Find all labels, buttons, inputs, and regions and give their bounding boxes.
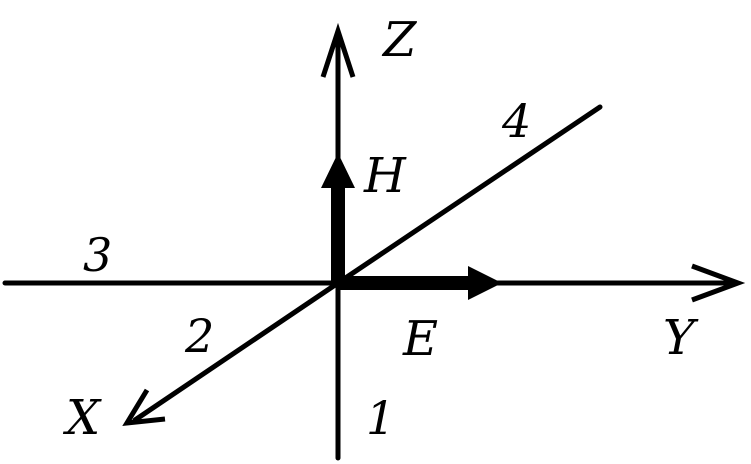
h-vector-arrowhead (321, 153, 355, 188)
y-axis-label: Y (663, 310, 699, 366)
h-vector-label: H (363, 148, 407, 204)
e-vector-arrowhead (468, 266, 502, 300)
z-axis-arrowhead (320, 22, 356, 78)
x-axis-line (132, 280, 341, 423)
e-vector-shaft (338, 276, 472, 290)
y-axis-arrowhead (691, 263, 746, 303)
x-axis-arrowhead (122, 388, 166, 427)
region-label-3: 3 (83, 228, 112, 282)
h-vector-shaft (331, 185, 345, 283)
region-label-4: 4 (501, 94, 531, 148)
z-axis-label: Z (381, 12, 418, 68)
region-label-1: 1 (366, 391, 395, 445)
e-vector-label: E (402, 311, 438, 367)
diagonal-line-4 (335, 104, 603, 286)
region-label-2: 2 (184, 309, 214, 363)
x-axis-label: X (62, 390, 102, 446)
